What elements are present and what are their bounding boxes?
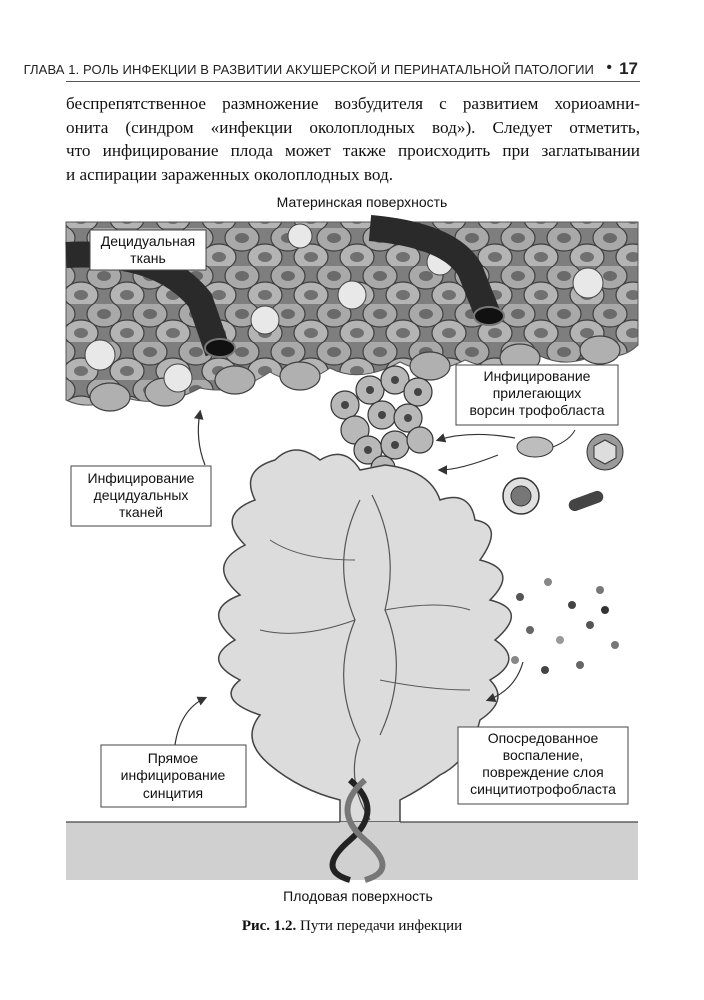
infect-decidual-box	[70, 465, 212, 527]
figure-caption: Рис. 1.2. Пути передачи инфекции	[0, 918, 704, 935]
body-line: и аспирации зараженных околоплодных вод.	[66, 164, 394, 184]
figure-caption-text: Пути передачи инфекции	[300, 918, 463, 934]
label-direct-2: инфицирование	[121, 767, 226, 783]
label-mediated-1: Опосредованное	[488, 730, 599, 746]
label-decidual-2: ткань	[130, 250, 166, 266]
header-bullet: •	[606, 59, 612, 76]
chorionic-plate	[66, 822, 638, 880]
chapter-title: ГЛАВА 1. РОЛЬ ИНФЕКЦИИ В РАЗВИТИИ АКУШЕР…	[23, 62, 594, 77]
body-line: беспрепятственное размножение возбудител…	[66, 94, 640, 113]
direct-infection-box	[100, 744, 247, 808]
chorionic-villus	[217, 449, 513, 823]
label-mediated-3: повреждение слоя	[482, 764, 603, 780]
label-direct-1: Прямое	[148, 750, 199, 766]
body-paragraph: беспрепятственное размножение возбудител…	[66, 92, 640, 186]
label-direct-3: синцития	[143, 785, 203, 801]
maternal-surface-label: Материнская поверхность	[277, 194, 448, 210]
running-header: ГЛАВА 1. РОЛЬ ИНФЕКЦИИ В РАЗВИТИИ АКУШЕР…	[24, 58, 640, 82]
body-line: что инфицирование плода может также прои…	[66, 141, 640, 160]
label-infect-decidual-3: тканей	[119, 504, 163, 520]
label-infect-villi-3: ворсин трофобласта	[470, 402, 605, 418]
pathogens-group	[502, 429, 624, 515]
body-line: онита (синдром «инфекции околоплодных во…	[66, 117, 640, 137]
label-infect-villi-1: Инфицирование	[484, 368, 591, 384]
page-number: 17	[619, 59, 638, 78]
label-mediated-4: синцитиотрофобласта	[470, 781, 616, 797]
label-mediated-2: воспаление,	[503, 747, 584, 763]
label-decidual-1: Децидуальная	[101, 233, 195, 249]
fetal-surface-label: Плодовая поверхность	[283, 888, 433, 904]
figure-number: Рис. 1.2.	[241, 918, 297, 934]
mediated-inflammation-box	[457, 726, 629, 805]
header-rule	[66, 81, 640, 82]
blood-vessel	[368, 215, 501, 320]
inflammatory-mediators	[511, 578, 619, 674]
decidual-tissue-label-box	[89, 229, 207, 271]
label-infect-villi-2: прилегающих	[493, 385, 582, 401]
label-infect-decidual-1: Инфицирование	[88, 470, 195, 486]
infect-villi-box	[455, 364, 619, 426]
label-infect-decidual-2: децидуальных	[94, 487, 189, 503]
